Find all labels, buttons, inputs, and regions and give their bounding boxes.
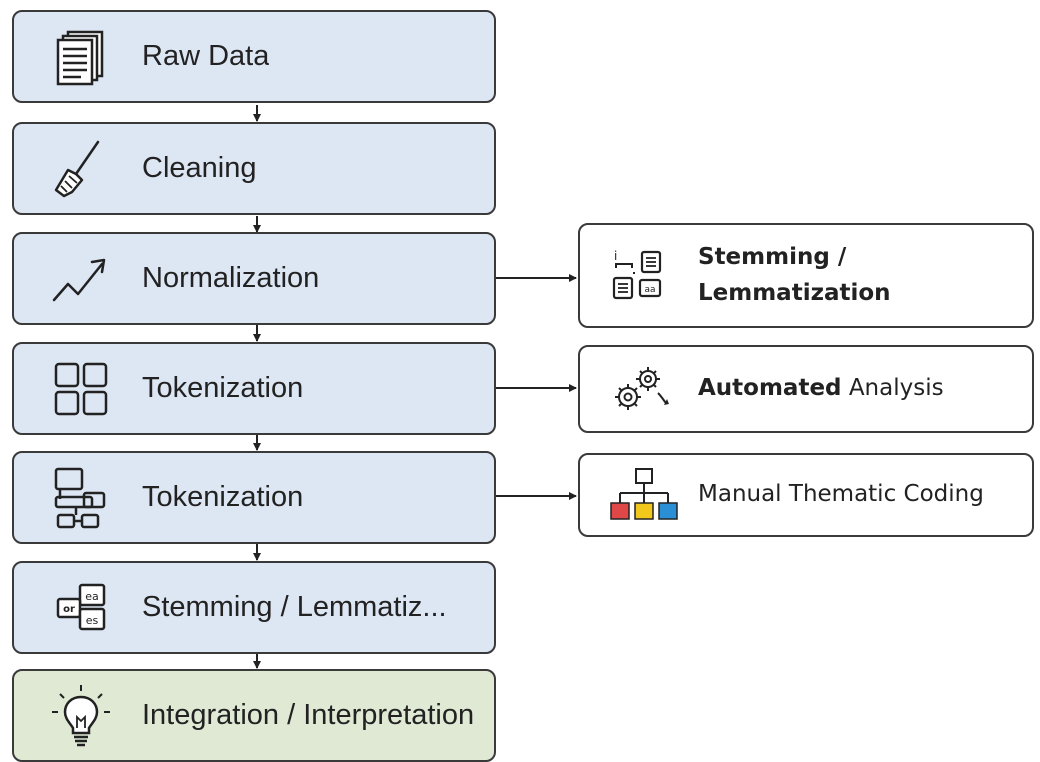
step-stemming: ea or es Stemming / Lemmatiz...	[12, 561, 496, 654]
word-cards-icon: ea or es	[46, 573, 116, 643]
step-integration: Integration / Interpretation	[12, 669, 496, 762]
svg-text:aa: aa	[644, 285, 655, 295]
step-label: Tokenization	[142, 372, 304, 404]
hierarchy-icon	[606, 465, 682, 525]
step-raw-data: Raw Data	[12, 10, 496, 103]
svg-text:ea: ea	[85, 590, 99, 603]
document-transform-icon: i aa	[606, 246, 682, 306]
step-cleaning: Cleaning	[12, 122, 496, 215]
branch-automated-analysis: Automated Analysis	[578, 345, 1034, 433]
step-normalization: Normalization	[12, 232, 496, 325]
step-label: Integration / Interpretation	[142, 699, 475, 731]
step-label: Raw Data	[142, 40, 270, 72]
svg-text:i: i	[614, 249, 617, 263]
hierarchy-node-red	[610, 502, 630, 520]
branch-label: Stemming / Lemmatization	[698, 243, 891, 306]
gears-icon	[606, 359, 682, 419]
step-tokenization-2: Tokenization	[12, 451, 496, 544]
step-tokenization: Tokenization	[12, 342, 496, 435]
documents-icon	[46, 22, 116, 92]
step-label: Stemming / Lemmatiz...	[142, 591, 447, 623]
branch-label: Manual Thematic Coding	[698, 481, 984, 508]
broom-icon	[46, 134, 116, 204]
grid-squares-icon	[46, 354, 116, 424]
step-label: Cleaning	[142, 152, 257, 184]
hierarchy-node-yellow	[634, 502, 654, 520]
svg-text:es: es	[86, 614, 99, 627]
network-blocks-icon	[46, 463, 116, 533]
svg-text:or: or	[63, 604, 75, 615]
branch-stemming-lemmatization: i aa Stemming / Lemmatization	[578, 223, 1034, 328]
lightbulb-icon	[46, 681, 116, 751]
hierarchy-node-blue	[658, 502, 678, 520]
step-label: Tokenization	[142, 481, 304, 513]
branch-label: Automated Analysis	[698, 375, 944, 402]
step-label: Normalization	[142, 262, 320, 294]
trend-arrow-icon	[46, 244, 116, 314]
branch-manual-thematic-coding: Manual Thematic Coding	[578, 453, 1034, 537]
